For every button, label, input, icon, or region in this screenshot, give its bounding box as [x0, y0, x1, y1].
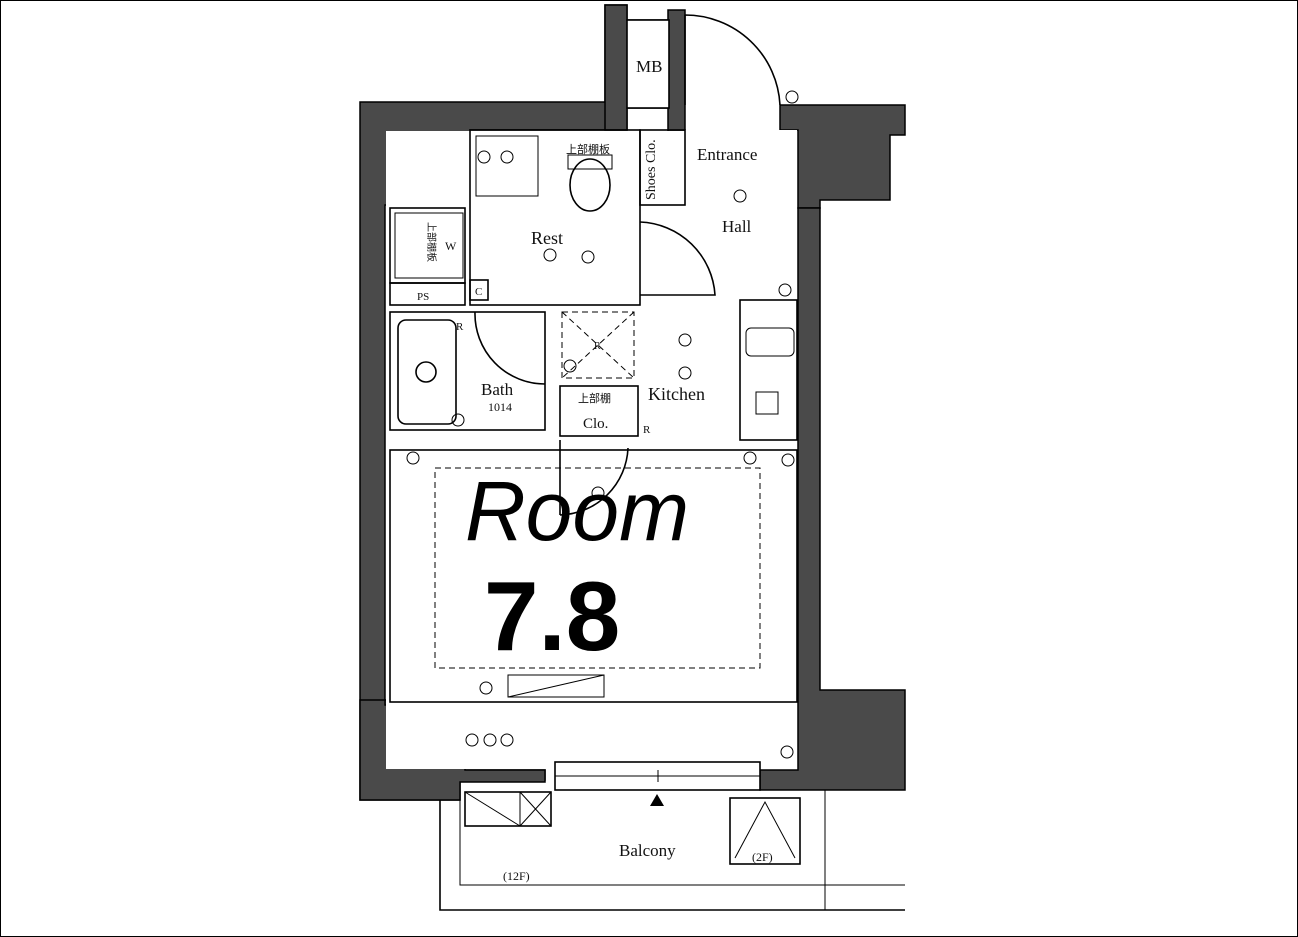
room-main-outline	[389, 449, 798, 703]
hatch-2f	[729, 797, 801, 865]
bath-size-label: 1014	[488, 400, 512, 414]
balcony-rail	[459, 790, 905, 910]
entrance-door	[684, 14, 781, 106]
kitchen-counter	[739, 299, 798, 441]
room-word-label: Room	[465, 464, 689, 558]
room-door	[559, 440, 629, 516]
bath-outline	[389, 311, 546, 431]
fridge-r-label: R	[594, 341, 601, 352]
closet-label: Clo.	[583, 416, 608, 432]
mb-label: MB	[636, 57, 662, 76]
r-mark-2-label: R	[643, 424, 651, 436]
entrance-label: Entrance	[697, 145, 757, 164]
upper-shelf-clo-label: 上部棚	[578, 391, 611, 405]
r-mark-1-label: R	[456, 321, 464, 333]
mb-box	[626, 19, 670, 109]
aircon-line	[507, 674, 605, 698]
balcony-unit-left-cross	[464, 791, 552, 827]
room-size-label: 7.8	[484, 561, 620, 671]
shoes-closet-box	[639, 129, 686, 206]
toilet-tank	[567, 154, 613, 170]
washer-label: W	[445, 239, 457, 253]
upper-shelf-rest-label: 上部棚板	[566, 142, 610, 156]
washer-box	[394, 212, 464, 279]
upper-shelf-wash-label: 上部棚板	[425, 222, 438, 262]
rest-label: Rest	[531, 228, 563, 248]
outer-wall-right-top	[779, 104, 906, 209]
outer-wall-right	[759, 207, 906, 791]
room-dashed-area	[434, 467, 761, 669]
rest-room-outline	[469, 129, 641, 306]
floor-12f-label: (12F)	[503, 869, 530, 883]
stove-icon	[755, 391, 779, 415]
fridge-box	[561, 311, 635, 379]
window-line	[555, 770, 760, 782]
toilet-icon	[569, 158, 611, 212]
ps-label: PS	[417, 291, 429, 303]
balcony-outline	[439, 800, 905, 911]
aircon-box	[507, 674, 605, 698]
balcony-label: Balcony	[619, 841, 676, 860]
balcony-marker	[650, 794, 664, 806]
c-mark-label: C	[475, 286, 482, 298]
bath-label: Bath	[481, 380, 514, 399]
outlet-icons	[406, 90, 799, 759]
ps-box	[389, 282, 466, 306]
toilet-shelf	[475, 135, 539, 197]
bath-door	[474, 311, 546, 385]
kitchen-sink	[745, 327, 795, 357]
bathtub	[397, 319, 457, 425]
closet-box	[559, 385, 639, 437]
floor-2f-label: (2F)	[752, 850, 773, 864]
hall-label: Hall	[722, 217, 752, 236]
bath-drain-icon	[415, 361, 437, 383]
hall-door	[639, 221, 716, 296]
c-box	[469, 279, 489, 301]
kitchen-label: Kitchen	[648, 384, 705, 404]
shoes-closet-label: Shoes Clo.	[644, 139, 659, 200]
entrance-area	[685, 130, 797, 208]
hatch-2f-lines	[734, 800, 796, 859]
fridge-cross	[561, 311, 635, 379]
balcony-unit-left	[464, 791, 552, 827]
